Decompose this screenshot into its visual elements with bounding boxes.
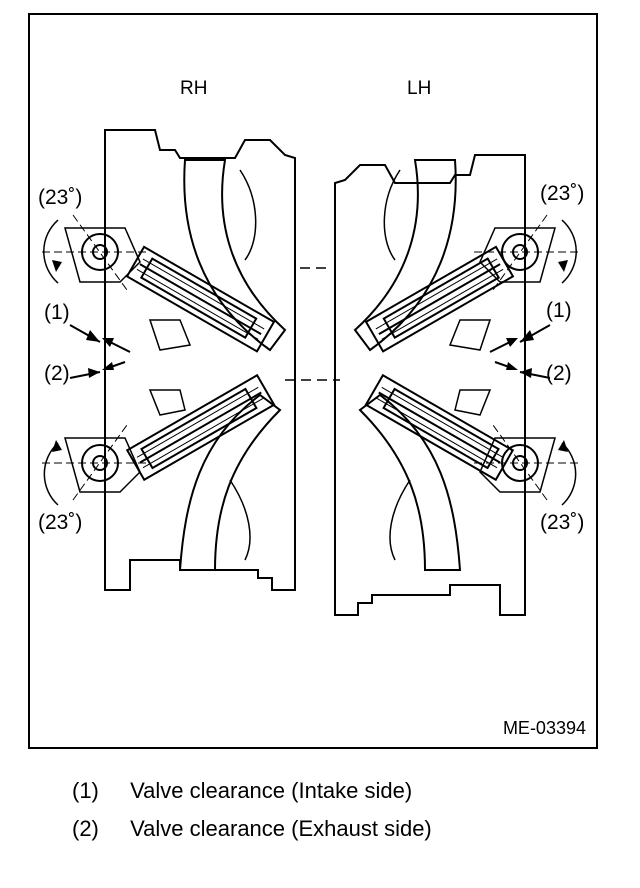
legend-number: (1) <box>72 778 99 803</box>
lh-cylinder-head <box>334 154 578 616</box>
legend-item-exhaust: (2) Valve clearance (Exhaust side) <box>72 816 432 842</box>
legend-text: Valve clearance (Exhaust side) <box>130 816 432 841</box>
legend-text: Valve clearance (Intake side) <box>130 778 413 803</box>
angle-label-lh-top: (23˚) <box>540 182 585 205</box>
rh-label: RH <box>180 78 208 99</box>
legend-number: (2) <box>72 816 99 841</box>
callout-intake-rh: (1) <box>44 301 70 324</box>
rh-cylinder-head <box>42 129 296 591</box>
legend-item-intake: (1) Valve clearance (Intake side) <box>72 778 412 804</box>
cylinder-head-diagram <box>42 129 578 616</box>
lh-label: LH <box>407 78 432 99</box>
angle-label-lh-bottom: (23˚) <box>540 511 585 534</box>
angle-label-rh-bottom: (23˚) <box>38 511 83 534</box>
figure-frame: ME-03394 <box>28 13 598 749</box>
callout-exhaust-rh: (2) <box>44 362 70 385</box>
callout-exhaust-lh: (2) <box>546 362 572 385</box>
callout-intake-lh: (1) <box>546 299 572 322</box>
figure-id: ME-03394 <box>502 718 586 738</box>
angle-label-rh-top: (23˚) <box>38 186 83 209</box>
